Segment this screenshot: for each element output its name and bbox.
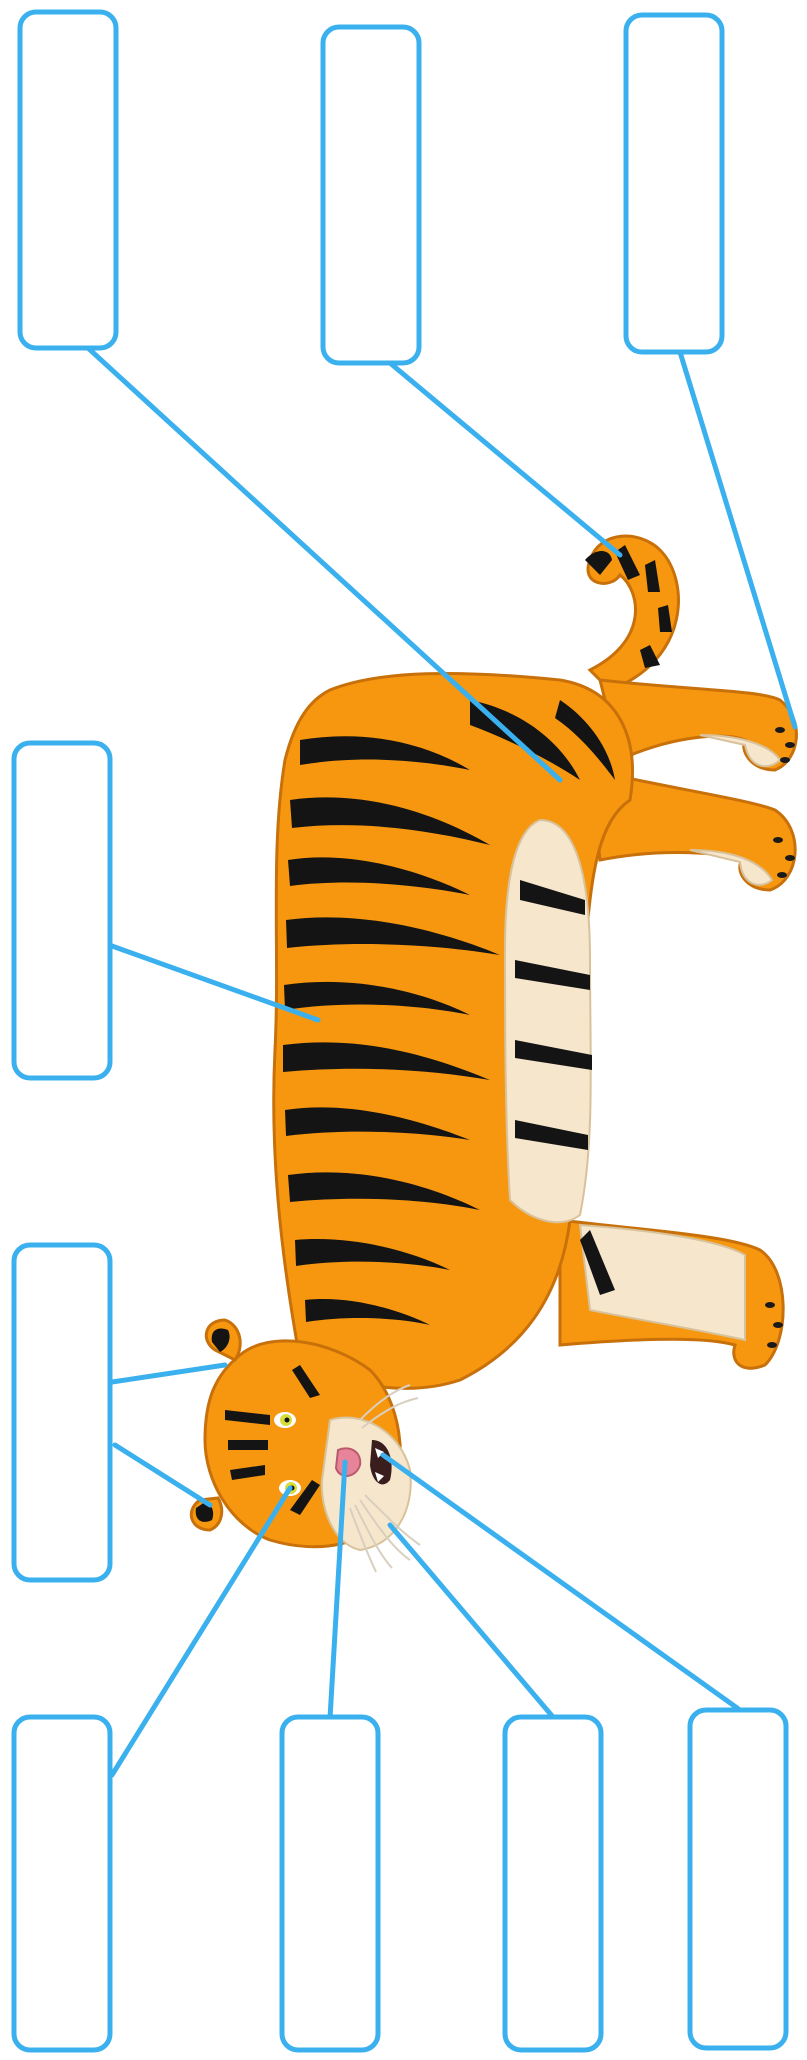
leader-bottom-3 [390, 1525, 553, 1717]
label-box-lower-left[interactable] [14, 1245, 110, 1580]
label-box-middle-left[interactable] [14, 743, 110, 1078]
label-box-bottom-2[interactable] [282, 1717, 378, 2050]
leader-top-center [390, 363, 620, 555]
tiger-belly [505, 820, 591, 1222]
leader-top-right [680, 352, 795, 727]
label-box-top-left[interactable] [20, 12, 116, 348]
label-box-top-center[interactable] [323, 27, 419, 363]
label-box-bottom-4[interactable] [690, 1710, 786, 2048]
label-box-bottom-3[interactable] [505, 1717, 601, 2050]
tiger-illustration [191, 536, 796, 1572]
label-box-top-right[interactable] [626, 15, 722, 352]
label-box-bottom-1[interactable] [14, 1717, 110, 2050]
tiger-eye-1 [274, 1412, 296, 1428]
leader-lower-left-1 [112, 1365, 225, 1382]
leader-lower-left-2 [115, 1445, 210, 1505]
leader-bottom-1 [112, 1488, 290, 1775]
tiger-nose [336, 1448, 360, 1476]
